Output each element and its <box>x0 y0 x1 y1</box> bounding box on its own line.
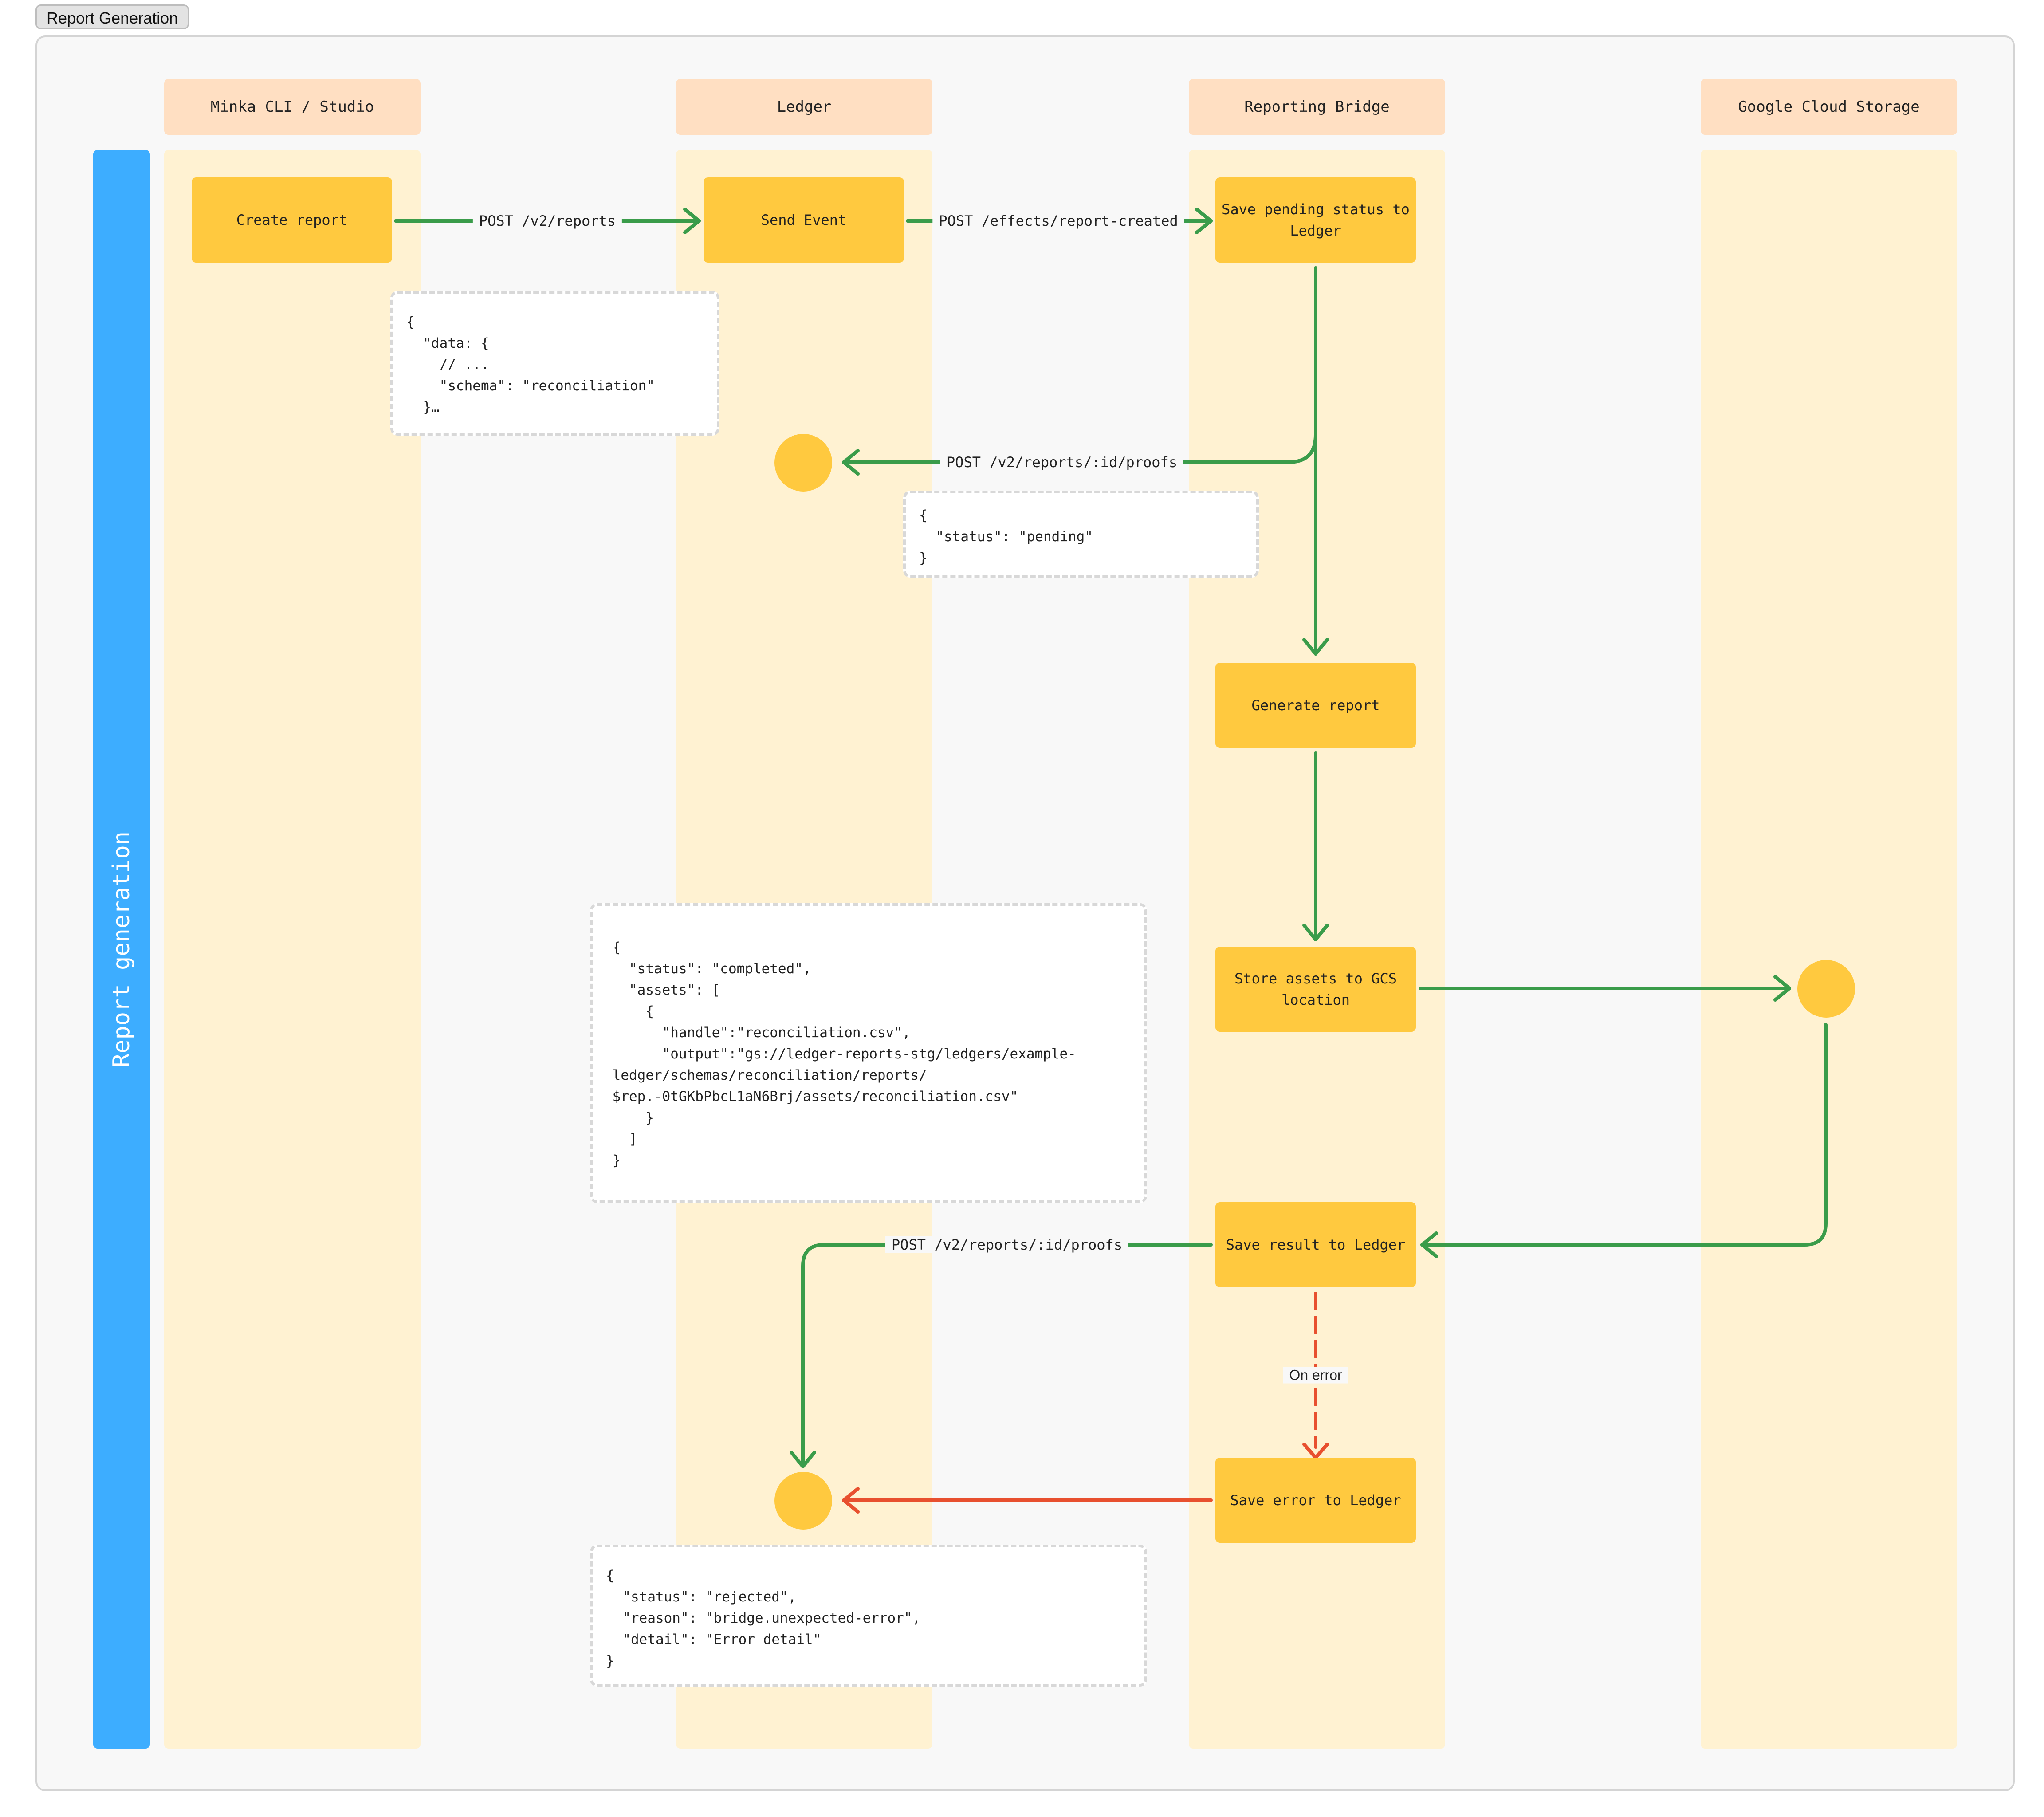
column-body-cli <box>164 150 421 1749</box>
note-completed-payload-text: { "status": "completed", "assets": [ { "… <box>612 940 1076 1168</box>
note-pending-payload-text: { "status": "pending" } <box>919 507 1093 566</box>
column-header-ledger: Ledger <box>676 79 932 135</box>
note-create-payload-text: { "data: { // ... "schema": "reconciliat… <box>406 314 655 415</box>
column-header-gcs: Google Cloud Storage <box>1701 79 1957 135</box>
edge-label-post-reports: POST /v2/reports <box>472 212 622 229</box>
edge-error-to-ledger <box>842 1487 1213 1514</box>
edge-pending-to-generate <box>1302 266 1329 656</box>
node-generate-report[interactable]: Generate report <box>1215 663 1416 748</box>
swimlane-label-bar: Report generation <box>93 150 150 1749</box>
column-header-bridge: Reporting Bridge <box>1189 79 1445 135</box>
ledger-endpoint-result[interactable] <box>774 1472 832 1530</box>
edge-result-proofs-to-ledger <box>790 1243 1213 1468</box>
gcs-endpoint[interactable] <box>1797 960 1855 1018</box>
node-store-assets[interactable]: Store assets to GCS location <box>1215 947 1416 1032</box>
note-create-payload: { "data: { // ... "schema": "reconciliat… <box>390 291 719 436</box>
edge-pending-proofs-to-ledger <box>842 433 1317 476</box>
note-completed-payload: { "status": "completed", "assets": [ { "… <box>590 903 1147 1203</box>
node-save-error[interactable]: Save error to Ledger <box>1215 1458 1416 1543</box>
edge-label-on-error: On error <box>1283 1367 1348 1384</box>
node-create-report[interactable]: Create report <box>192 177 392 263</box>
edge-store-to-gcs <box>1419 975 1791 1002</box>
ledger-endpoint-pending[interactable] <box>774 434 832 492</box>
note-rejected-payload: { "status": "rejected", "reason": "bridg… <box>590 1545 1147 1687</box>
edge-label-post-proofs-pending: POST /v2/reports/:id/proofs <box>940 454 1184 471</box>
column-header-cli: Minka CLI / Studio <box>164 79 421 135</box>
note-rejected-payload-text: { "status": "rejected", "reason": "bridg… <box>606 1568 921 1669</box>
node-send-event[interactable]: Send Event <box>704 177 904 263</box>
column-body-gcs <box>1701 150 1957 1749</box>
frame-title[interactable]: Report Generation <box>35 4 189 29</box>
node-save-pending-status[interactable]: Save pending status to Ledger <box>1215 177 1416 263</box>
note-pending-payload: { "status": "pending" } <box>903 491 1259 578</box>
edge-generate-to-store <box>1302 751 1329 941</box>
edge-label-post-proofs-result: POST /v2/reports/:id/proofs <box>885 1236 1129 1253</box>
edge-gcs-to-save-result <box>1420 1023 1828 1258</box>
node-save-result[interactable]: Save result to Ledger <box>1215 1202 1416 1287</box>
edge-label-post-effects: POST /effects/report-created <box>932 212 1184 229</box>
